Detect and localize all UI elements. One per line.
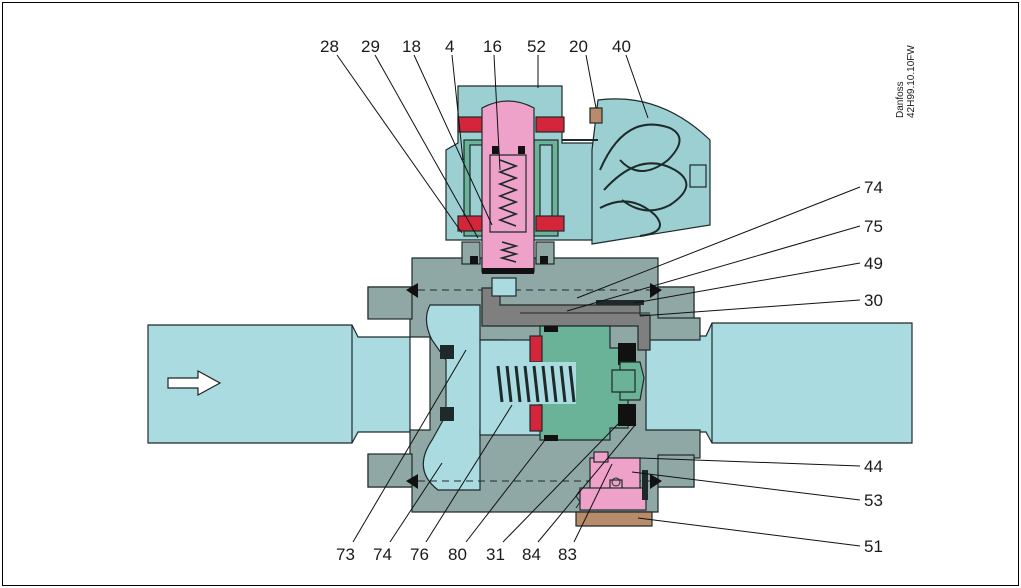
flow-direction-arrow-icon bbox=[167, 369, 222, 397]
callout-40: 40 bbox=[612, 37, 631, 56]
callout-52: 52 bbox=[527, 37, 546, 56]
callout-76: 76 bbox=[410, 545, 429, 564]
callout-4: 4 bbox=[445, 37, 454, 56]
drawing-reference: Danfoss 42H99.10.10FW bbox=[895, 45, 917, 118]
callout-49: 49 bbox=[864, 254, 883, 273]
callout-83: 83 bbox=[558, 545, 577, 564]
reference-code: 42H99.10.10FW bbox=[906, 45, 917, 118]
callout-31: 31 bbox=[486, 545, 505, 564]
callout-73: 73 bbox=[336, 545, 355, 564]
callout-80: 80 bbox=[448, 545, 467, 564]
callout-74-right: 74 bbox=[864, 178, 883, 197]
main-spring bbox=[496, 365, 576, 403]
armature-tube bbox=[461, 100, 555, 274]
leader-lines bbox=[336, 54, 861, 547]
bottom-cap-thread bbox=[575, 489, 581, 509]
callout-28: 28 bbox=[320, 37, 339, 56]
right-callouts: 74 75 49 30 44 53 51 bbox=[864, 178, 883, 556]
callout-51: 51 bbox=[864, 537, 883, 556]
top-callouts: 28 29 18 4 16 52 20 40 bbox=[320, 37, 631, 56]
bottom-callouts: 73 74 76 80 31 84 83 bbox=[336, 545, 577, 564]
callout-18: 18 bbox=[402, 37, 421, 56]
outlet-pipe bbox=[639, 322, 913, 444]
callout-75: 75 bbox=[864, 217, 883, 236]
callout-20: 20 bbox=[569, 37, 588, 56]
callout-29: 29 bbox=[361, 37, 380, 56]
armature-spring bbox=[497, 159, 519, 263]
callout-30: 30 bbox=[864, 291, 883, 310]
reference-brand: Danfoss bbox=[895, 81, 906, 118]
callout-53: 53 bbox=[864, 491, 883, 510]
callout-44: 44 bbox=[864, 457, 883, 476]
callout-16: 16 bbox=[483, 37, 502, 56]
callout-84: 84 bbox=[522, 545, 541, 564]
servo-piston-assembly bbox=[479, 325, 645, 441]
callout-74-bottom: 74 bbox=[373, 545, 392, 564]
terminal-wires bbox=[599, 123, 688, 237]
